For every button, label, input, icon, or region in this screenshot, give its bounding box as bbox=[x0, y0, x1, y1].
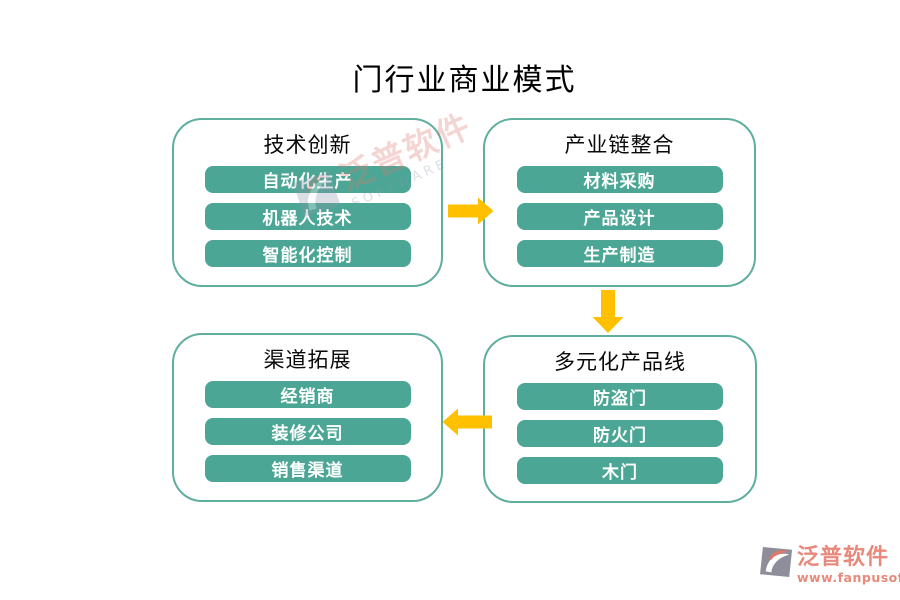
page-title: 门行业商业模式 bbox=[352, 63, 577, 98]
node-item: 防盗门 bbox=[517, 383, 723, 410]
node-item: 木门 bbox=[517, 457, 723, 484]
group-box-technology-innovation: 技术创新 自动化生产 机器人技术 智能化控制 bbox=[172, 118, 443, 287]
node-item: 销售渠道 bbox=[204, 455, 411, 482]
node-item: 产品设计 bbox=[516, 203, 723, 230]
group-title: 产业链整合 bbox=[564, 133, 675, 157]
footer-watermark: 泛普软件 www.fanpusoft.com bbox=[760, 546, 900, 585]
group-title: 技术创新 bbox=[263, 133, 352, 157]
group-items: 材料采购 产品设计 生产制造 bbox=[485, 166, 754, 267]
node-item: 材料采购 bbox=[516, 166, 723, 193]
arrow-down-icon bbox=[592, 290, 624, 333]
node-item: 防火门 bbox=[517, 420, 723, 447]
node-item: 装修公司 bbox=[204, 418, 411, 445]
group-title: 多元化产品线 bbox=[554, 350, 686, 374]
footer-url-text: www.fanpusoft.com bbox=[797, 570, 900, 585]
group-box-industry-chain: 产业链整合 材料采购 产品设计 生产制造 bbox=[483, 118, 756, 287]
node-item: 机器人技术 bbox=[204, 203, 411, 230]
group-box-product-lines: 多元化产品线 防盗门 防火门 木门 bbox=[483, 335, 757, 503]
group-box-channel-expansion: 渠道拓展 经销商 装修公司 销售渠道 bbox=[172, 333, 443, 502]
footer-brand-text: 泛普软件 bbox=[797, 545, 890, 570]
group-title: 渠道拓展 bbox=[263, 348, 352, 372]
node-item: 生产制造 bbox=[516, 240, 723, 267]
group-items: 防盗门 防火门 木门 bbox=[485, 383, 755, 484]
fanpu-logo-icon bbox=[760, 546, 794, 582]
node-item: 自动化生产 bbox=[204, 166, 411, 193]
node-item: 经销商 bbox=[204, 381, 411, 408]
node-item: 智能化控制 bbox=[204, 240, 411, 267]
group-items: 经销商 装修公司 销售渠道 bbox=[174, 381, 441, 482]
group-items: 自动化生产 机器人技术 智能化控制 bbox=[174, 166, 441, 267]
